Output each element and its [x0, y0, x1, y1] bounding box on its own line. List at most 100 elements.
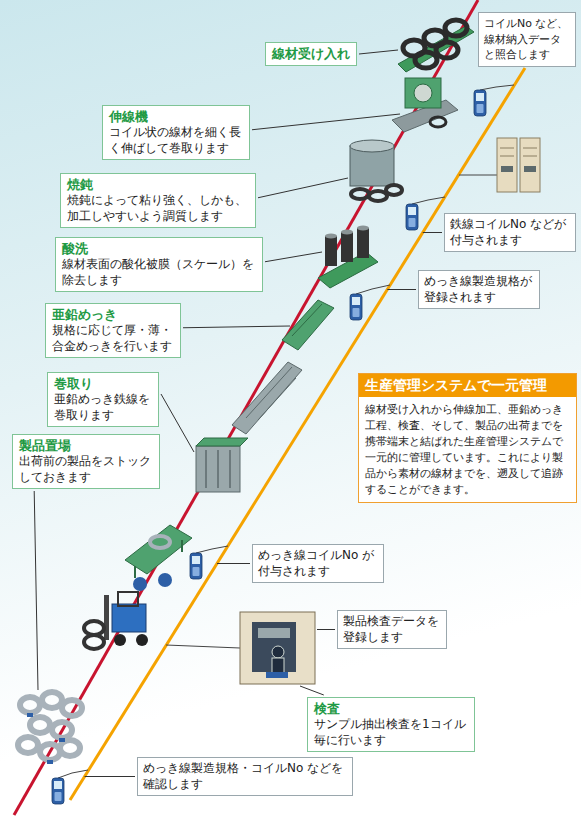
forklift	[84, 635, 104, 649]
wire-rod-coils	[445, 20, 467, 36]
process-box: 亜鉛めっき規格に応じて厚・薄・合金めっきを行います	[45, 303, 181, 358]
leader-line	[300, 686, 324, 695]
box-heading: 線材受け入れ	[272, 46, 350, 62]
product-coils	[27, 713, 65, 764]
galvanizing-line	[246, 367, 296, 420]
handheld-terminal	[350, 294, 362, 320]
drawing-machine	[414, 84, 432, 102]
box-heading: 焼鈍	[67, 177, 249, 193]
leader-line	[183, 326, 290, 328]
coil-station	[135, 540, 182, 578]
box-text: 焼鈍によって粘り強く、しかも、加工しやすいよう調質します	[67, 193, 249, 224]
winding-machine	[229, 450, 231, 488]
coil-station	[150, 536, 170, 548]
drawing-machine	[405, 78, 441, 108]
callout-box: コイルNo など、線材納入データと照合します	[478, 12, 576, 67]
winding-machine	[206, 450, 230, 488]
product-coils	[47, 760, 53, 764]
galvanizing-line	[258, 378, 296, 420]
callout-box: 鉄線コイルNo などが付与されます	[444, 213, 576, 252]
product-coils	[18, 692, 82, 764]
wire-rod-coils	[398, 20, 474, 72]
coil-station	[158, 573, 172, 587]
winding-machine	[217, 450, 219, 488]
galvanizing-line	[232, 300, 334, 434]
box-heading: 伸線機	[109, 109, 243, 125]
box-heading: 亜鉛めっき	[52, 307, 174, 323]
leader-line	[359, 50, 398, 54]
process-box: 検査サンプル抽出検査を1コイル毎に行います	[307, 697, 475, 752]
inspection-booth	[240, 612, 315, 684]
pickling-tanks	[341, 230, 353, 235]
leader-line	[161, 394, 194, 452]
galvanizing-line	[232, 362, 302, 434]
galvanizing-line	[292, 304, 322, 336]
box-heading: 検査	[314, 701, 468, 717]
box-text: 出荷前の製品をストックしておきます	[19, 454, 153, 485]
leader-line	[317, 629, 335, 630]
box-text: 線材受け入れから伸線加工、亜鉛めっき工程、検査、そして、製品の出荷までを携帯端末…	[365, 401, 570, 497]
forklift	[84, 592, 148, 649]
box-text: 線材表面の酸化被膜（スケール）を除去します	[62, 257, 256, 288]
box-text: 製品検査データを登録します	[343, 614, 441, 645]
annealing-furnace	[369, 191, 387, 201]
pickling-tanks	[325, 234, 337, 239]
galvanizing-line	[282, 300, 334, 350]
pickling-tanks	[341, 232, 353, 262]
wire-rod-coils	[415, 52, 437, 68]
terminal-hook	[196, 546, 228, 553]
drawing-machine	[430, 117, 446, 127]
winding-machine	[196, 446, 240, 492]
process-box: 線材受け入れ	[265, 42, 357, 66]
process-box: 酸洗線材表面の酸化被膜（スケール）を除去します	[55, 237, 263, 292]
product-coils	[20, 697, 40, 713]
box-text: コイルNo など、線材納入データと照合します	[484, 16, 570, 63]
product-coils	[59, 738, 65, 742]
forklift	[112, 604, 146, 632]
callout-box: めっき線製造規格が登録されます	[418, 270, 540, 309]
terminal-hook	[480, 85, 514, 90]
leader-line	[265, 252, 322, 262]
box-text: サンプル抽出検査を1コイル毎に行います	[314, 717, 468, 748]
server-racks	[501, 166, 513, 172]
server-racks	[520, 138, 540, 192]
box-text: 規格に応じて厚・薄・合金めっきを行います	[52, 323, 174, 354]
forklift	[114, 634, 126, 646]
server-racks	[523, 156, 537, 157]
server-racks	[500, 148, 537, 156]
coil-station	[133, 577, 147, 591]
product-coils	[27, 713, 33, 717]
server-racks	[500, 148, 514, 149]
inspection-booth	[240, 612, 315, 684]
box-heading: 酸洗	[62, 241, 256, 257]
terminal-hook	[58, 770, 88, 778]
coil-station	[181, 540, 183, 552]
terminal-hook	[459, 175, 497, 176]
box-heading: 生産管理システムで一元管理	[359, 374, 576, 397]
leader-line	[387, 289, 416, 290]
pickling-tanks	[318, 226, 378, 289]
terminal-hook	[412, 197, 445, 204]
coil-station	[125, 525, 192, 591]
box-heading: 製品置場	[19, 438, 153, 454]
wire-rod-coils	[403, 20, 467, 68]
process-box: 巻取り亜鉛めっき鉄線を巻取ります	[47, 372, 159, 427]
annealing-furnace	[351, 189, 369, 199]
leader-line	[85, 776, 135, 777]
annealing-furnace	[350, 140, 402, 201]
leader-line	[217, 563, 250, 564]
pickling-tanks	[357, 228, 369, 258]
box-text: 鉄線コイルNo などが付与されます	[450, 217, 570, 248]
winding-machine	[196, 438, 248, 446]
handheld-terminal	[474, 90, 486, 116]
product-coils	[18, 737, 38, 753]
handheld-terminal	[190, 553, 202, 579]
process-box: 焼鈍焼鈍によって粘り強く、しかも、加工しやすいよう調質します	[60, 173, 256, 228]
terminal-hook	[166, 645, 240, 648]
server-racks	[524, 166, 536, 172]
leader-line	[258, 178, 348, 198]
inspection-booth	[272, 658, 284, 674]
box-text: 亜鉛めっき鉄線を巻取ります	[54, 392, 152, 423]
forklift	[84, 621, 104, 635]
